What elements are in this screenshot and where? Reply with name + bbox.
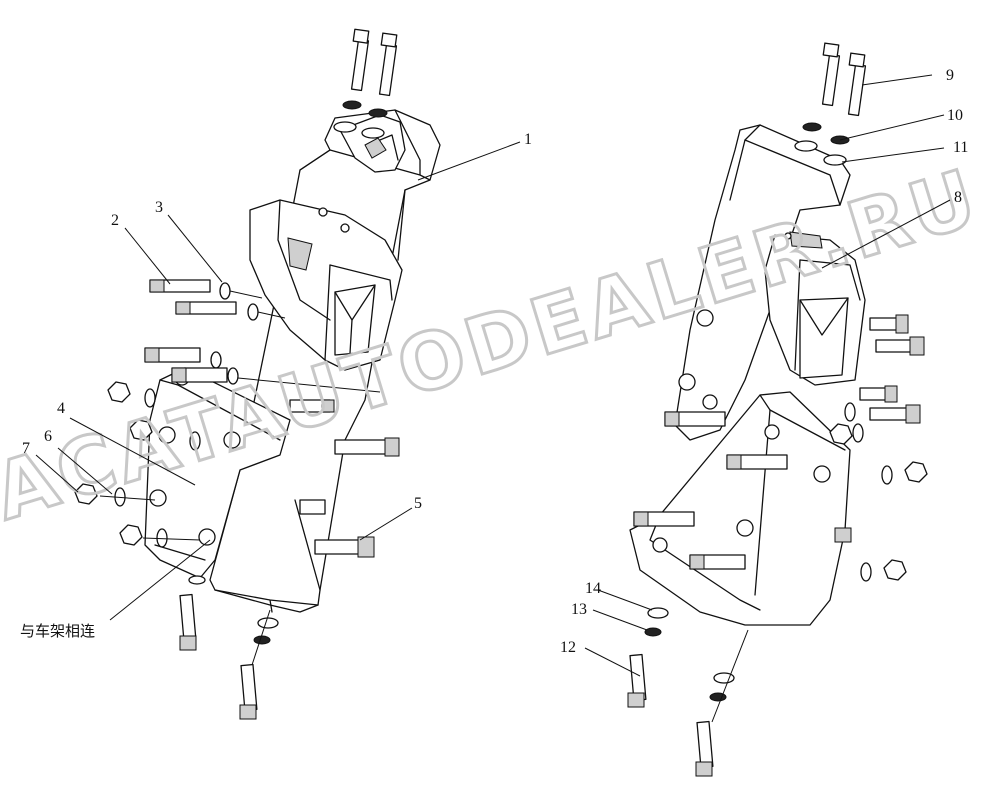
callout-2: 2 bbox=[111, 212, 119, 229]
right-bracket-body bbox=[674, 124, 851, 441]
callout-10: 10 bbox=[947, 107, 963, 124]
callout-8: 8 bbox=[954, 189, 962, 206]
left-nuts-washers bbox=[74, 381, 201, 548]
callout-1: 1 bbox=[524, 131, 532, 148]
left-bottom-bolts bbox=[179, 575, 279, 720]
callout-4: 4 bbox=[57, 400, 65, 417]
callout-12: 12 bbox=[560, 639, 576, 656]
left-assembly bbox=[74, 28, 441, 720]
callout-7: 7 bbox=[22, 440, 30, 457]
right-lower-bracket bbox=[629, 391, 851, 626]
leader-lines bbox=[35, 74, 951, 677]
left-bracket-bolts bbox=[144, 347, 400, 558]
callout-9: 9 bbox=[946, 67, 954, 84]
right-bracket-bolts bbox=[633, 314, 925, 570]
callout-6: 6 bbox=[44, 428, 52, 445]
callout-labels: 1 2 3 4 5 6 7 8 9 10 11 12 13 14 bbox=[22, 67, 968, 656]
right-bottom-bolts bbox=[627, 607, 749, 777]
callout-5: 5 bbox=[414, 495, 422, 512]
callout-11: 11 bbox=[953, 139, 968, 156]
right-nuts-washers bbox=[829, 402, 928, 582]
callout-14: 14 bbox=[585, 580, 601, 597]
left-side-bolts bbox=[149, 279, 286, 321]
right-top-bolts bbox=[794, 42, 867, 166]
frame-connection-note: 与车架相连 bbox=[20, 622, 95, 640]
left-lower-bracket bbox=[144, 367, 291, 579]
left-top-bolts bbox=[333, 28, 398, 139]
callout-13: 13 bbox=[571, 601, 587, 618]
callout-3: 3 bbox=[155, 199, 163, 216]
right-assembly bbox=[627, 42, 928, 777]
